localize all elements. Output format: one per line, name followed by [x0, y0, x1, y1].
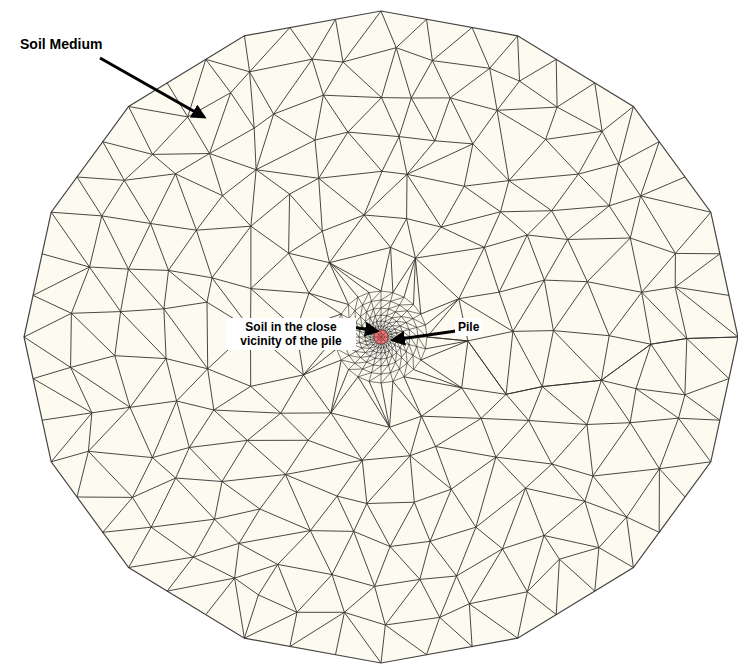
- leader-arrow: [393, 331, 456, 340]
- leader-arrow: [100, 58, 204, 117]
- mesh-lines: [24, 11, 738, 663]
- callout-label: Soil Medium: [20, 36, 102, 53]
- callout-label: Pile: [455, 318, 482, 336]
- soil-domain: [24, 11, 738, 663]
- callout-label: Soil in the close vicinity of the pile: [226, 318, 356, 351]
